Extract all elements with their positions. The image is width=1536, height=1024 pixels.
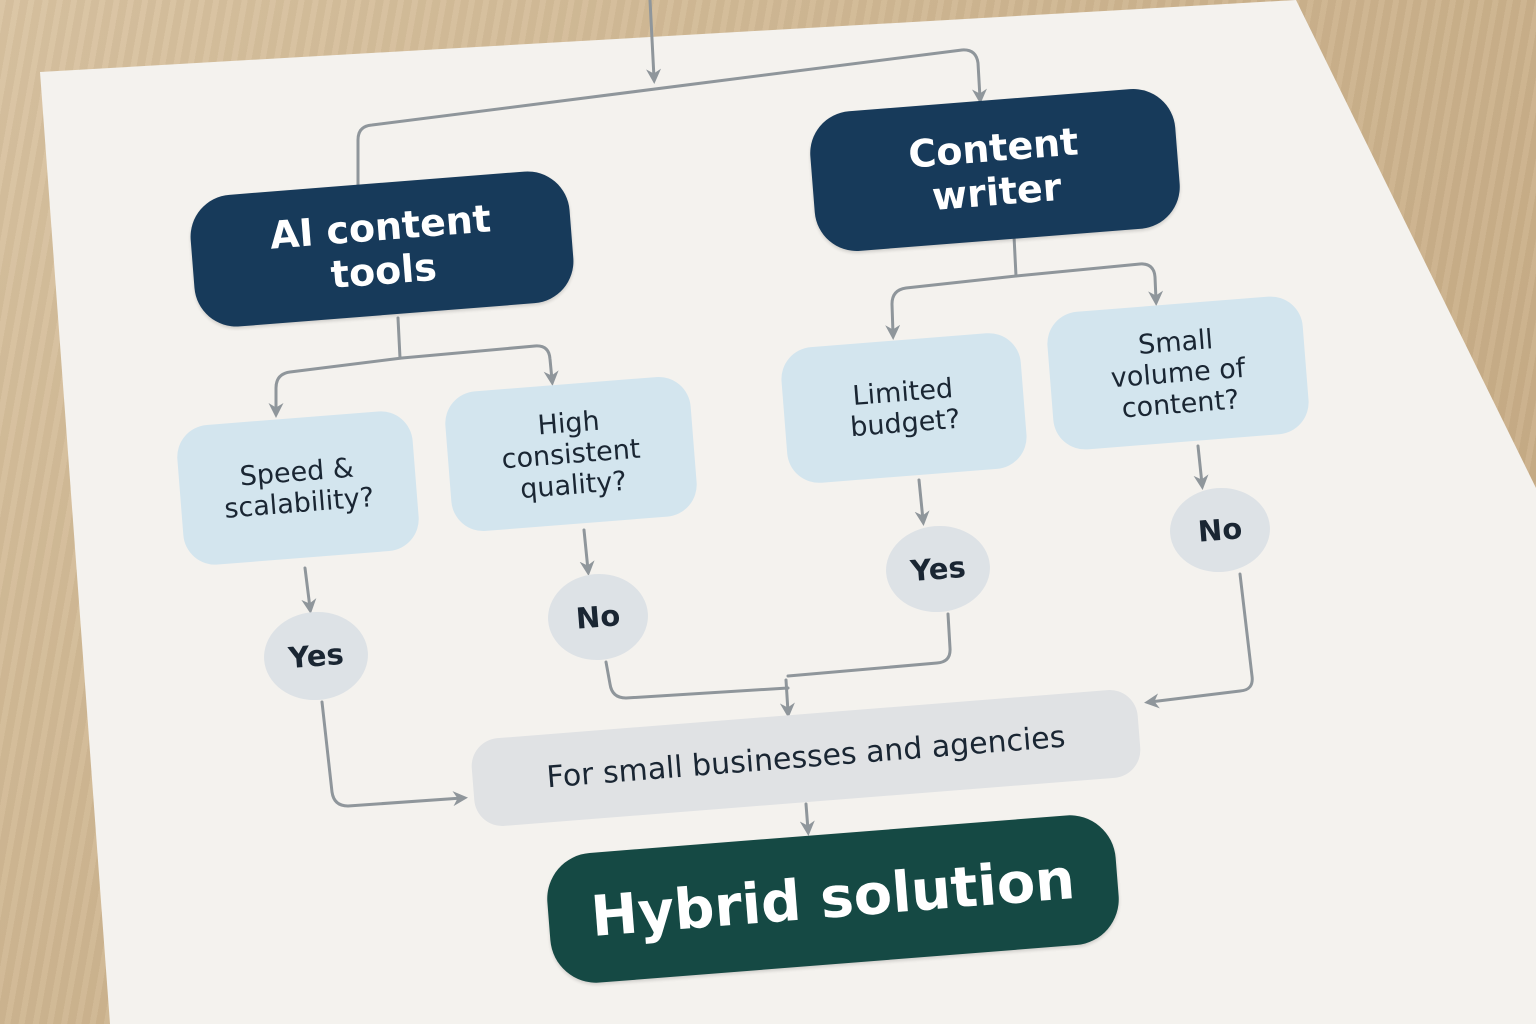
small-businesses-agencies-text: For small businesses and agencies bbox=[545, 719, 1067, 796]
consistent-quality-question: High consistent quality? bbox=[442, 374, 700, 534]
content-writer-label: Content writer bbox=[906, 119, 1080, 219]
connector-ai-to-speed bbox=[268, 356, 404, 418]
connector-writer-to-volume bbox=[1014, 262, 1164, 306]
speed-yes-text: Yes bbox=[287, 636, 345, 676]
small-volume-text: Small volume of content? bbox=[1109, 323, 1247, 424]
limited-budget-text: Limited budget? bbox=[849, 373, 962, 444]
speed-scalability-question: Speed & scalability? bbox=[174, 408, 422, 568]
budget-yes-text: Yes bbox=[909, 549, 967, 589]
connector-no2-to-audience bbox=[1144, 572, 1254, 709]
consistent-quality-text: High consistent quality? bbox=[500, 405, 642, 505]
connector-budget-to-yes bbox=[914, 478, 930, 526]
connector-audience-to-result bbox=[799, 802, 815, 836]
small-volume-question: Small volume of content? bbox=[1044, 294, 1312, 452]
connector-ai-split bbox=[396, 316, 402, 360]
connector-yes-to-audience bbox=[320, 700, 468, 808]
connector-no-to-audience bbox=[604, 660, 790, 700]
connector-writer-split bbox=[1012, 234, 1018, 278]
volume-no-text: No bbox=[1196, 511, 1244, 549]
speed-scalability-text: Speed & scalability? bbox=[223, 452, 376, 525]
connector-speed-to-yes bbox=[301, 566, 317, 614]
connector-writer-to-budget bbox=[885, 274, 1018, 340]
connector-top-branch bbox=[356, 48, 987, 187]
connector-volume-to-no bbox=[1193, 444, 1209, 490]
connector-ai-to-quality bbox=[400, 344, 559, 386]
ai-content-tools-label: AI content tools bbox=[268, 196, 493, 298]
connector-quality-to-no bbox=[579, 528, 595, 576]
content-writer-box: Content writer bbox=[807, 85, 1183, 255]
connector-yes2-to-audience bbox=[786, 612, 952, 678]
hybrid-solution-text: Hybrid solution bbox=[588, 847, 1078, 950]
quality-no-text: No bbox=[574, 598, 622, 636]
connector-top-trunk bbox=[646, 0, 662, 84]
limited-budget-question: Limited budget? bbox=[779, 330, 1029, 486]
connector-merge-down bbox=[779, 678, 795, 718]
